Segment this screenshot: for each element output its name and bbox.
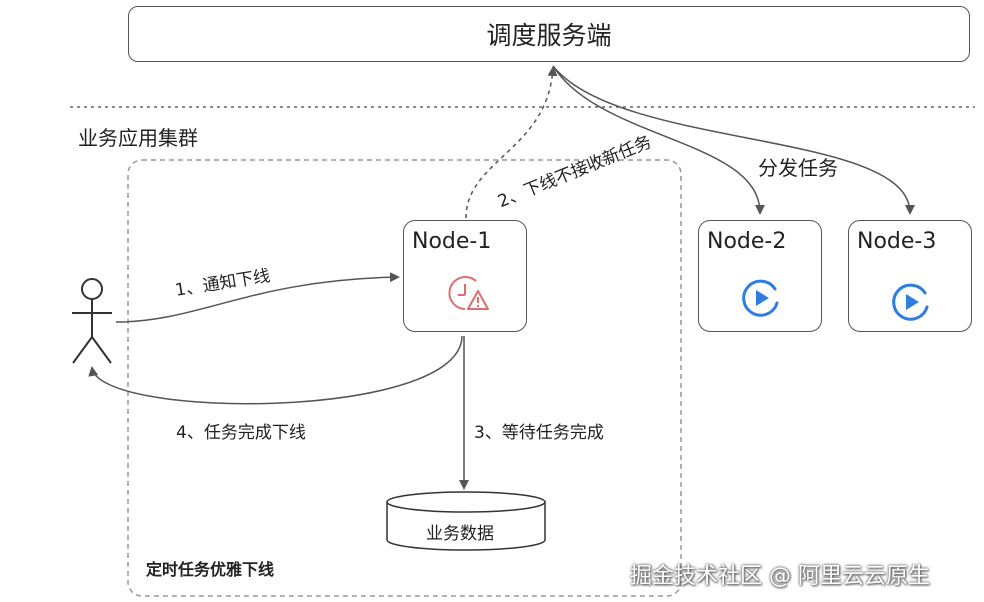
node-2-label: Node-2 [707,229,787,254]
play-circle-icon [892,283,929,321]
node-1-box: Node-1 [403,220,527,332]
business-data-cylinder [386,491,546,551]
business-data-label: 业务数据 [426,524,494,544]
watermark: 掘金技术社区 @ 阿里云云原生 [630,564,930,589]
graceful-offline-label: 定时任务优雅下线 [146,560,275,579]
node-2-box: Node-2 [698,220,822,332]
step4-label: 4、任务完成下线 [176,423,306,443]
graceful-offline-group-box [127,159,682,597]
user-stick-figure-icon [72,278,112,364]
scheduler-server-title: 调度服务端 [486,21,612,50]
node-3-label: Node-3 [857,229,937,254]
dispatch-edge-node2 [552,65,765,215]
cluster-label: 业务应用集群 [78,126,198,150]
node-1-label: Node-1 [412,229,492,254]
clock-warning-icon [448,276,489,310]
scheduler-server-box: 调度服务端 [128,6,970,62]
step2-edge [465,66,558,219]
step4-edge [88,335,463,405]
node-3-box: Node-3 [848,220,972,332]
dispatch-edge-node3 [552,65,915,215]
step3-label: 3、等待任务完成 [474,423,604,443]
play-circle-icon [742,279,779,317]
step1-edge [115,272,400,323]
dispatch-label: 分发任务 [758,156,838,180]
